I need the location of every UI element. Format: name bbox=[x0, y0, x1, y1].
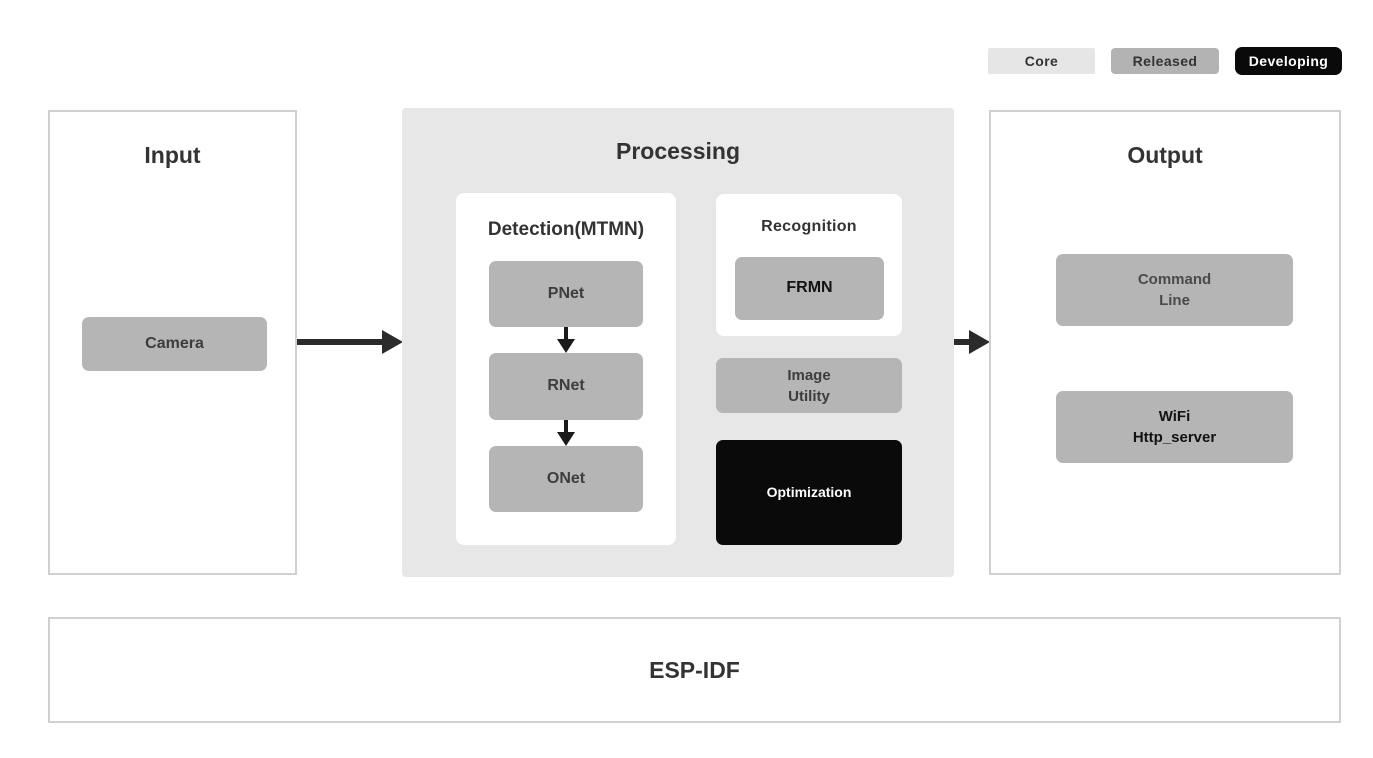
legend-item-core: Core bbox=[988, 48, 1095, 74]
legend-item-released: Released bbox=[1111, 48, 1219, 74]
image-utility-node: Image Utility bbox=[716, 358, 902, 413]
input-panel: Input Camera bbox=[48, 110, 297, 575]
frmn-node: FRMN bbox=[735, 257, 884, 320]
arrow-head-icon bbox=[557, 339, 575, 353]
wifi-http-server-node: WiFi Http_server bbox=[1056, 391, 1293, 463]
recognition-card: Recognition FRMN bbox=[716, 194, 902, 336]
output-panel-title: Output bbox=[1127, 142, 1203, 168]
arrow-rnet-to-onet bbox=[557, 420, 575, 446]
arrow-head-icon bbox=[557, 432, 575, 446]
detection-card: Detection(MTMN) PNet RNet ONet bbox=[456, 193, 676, 545]
camera-node: Camera bbox=[82, 317, 267, 371]
recognition-card-title: Recognition bbox=[761, 218, 857, 235]
arrow-input-to-processing bbox=[297, 330, 403, 354]
arrow-shaft bbox=[954, 339, 970, 345]
optimization-node: Optimization bbox=[716, 440, 902, 545]
arrow-head-icon bbox=[969, 330, 990, 354]
esp-idf-panel: ESP-IDF bbox=[48, 617, 1341, 723]
arrow-head-icon bbox=[382, 330, 403, 354]
arrow-pnet-to-rnet bbox=[557, 327, 575, 353]
esp-idf-panel-title: ESP-IDF bbox=[649, 656, 740, 683]
detection-card-title: Detection(MTMN) bbox=[487, 219, 645, 240]
pnet-node: PNet bbox=[489, 261, 643, 327]
arrow-processing-to-output bbox=[954, 330, 990, 354]
arrow-shaft bbox=[564, 420, 568, 433]
processing-panel: Processing Detection(MTMN) PNet RNet ONe… bbox=[402, 108, 954, 577]
legend-item-developing: Developing bbox=[1235, 47, 1342, 75]
onet-node: ONet bbox=[489, 446, 643, 512]
output-panel: Output Command Line WiFi Http_server bbox=[989, 110, 1341, 575]
rnet-node: RNet bbox=[489, 353, 643, 420]
legend: Core Released Developing bbox=[988, 47, 1342, 75]
processing-panel-title: Processing bbox=[616, 138, 740, 164]
input-panel-title: Input bbox=[144, 142, 201, 168]
arrow-shaft bbox=[564, 327, 568, 340]
arrow-shaft bbox=[297, 339, 383, 345]
command-line-node: Command Line bbox=[1056, 254, 1293, 326]
